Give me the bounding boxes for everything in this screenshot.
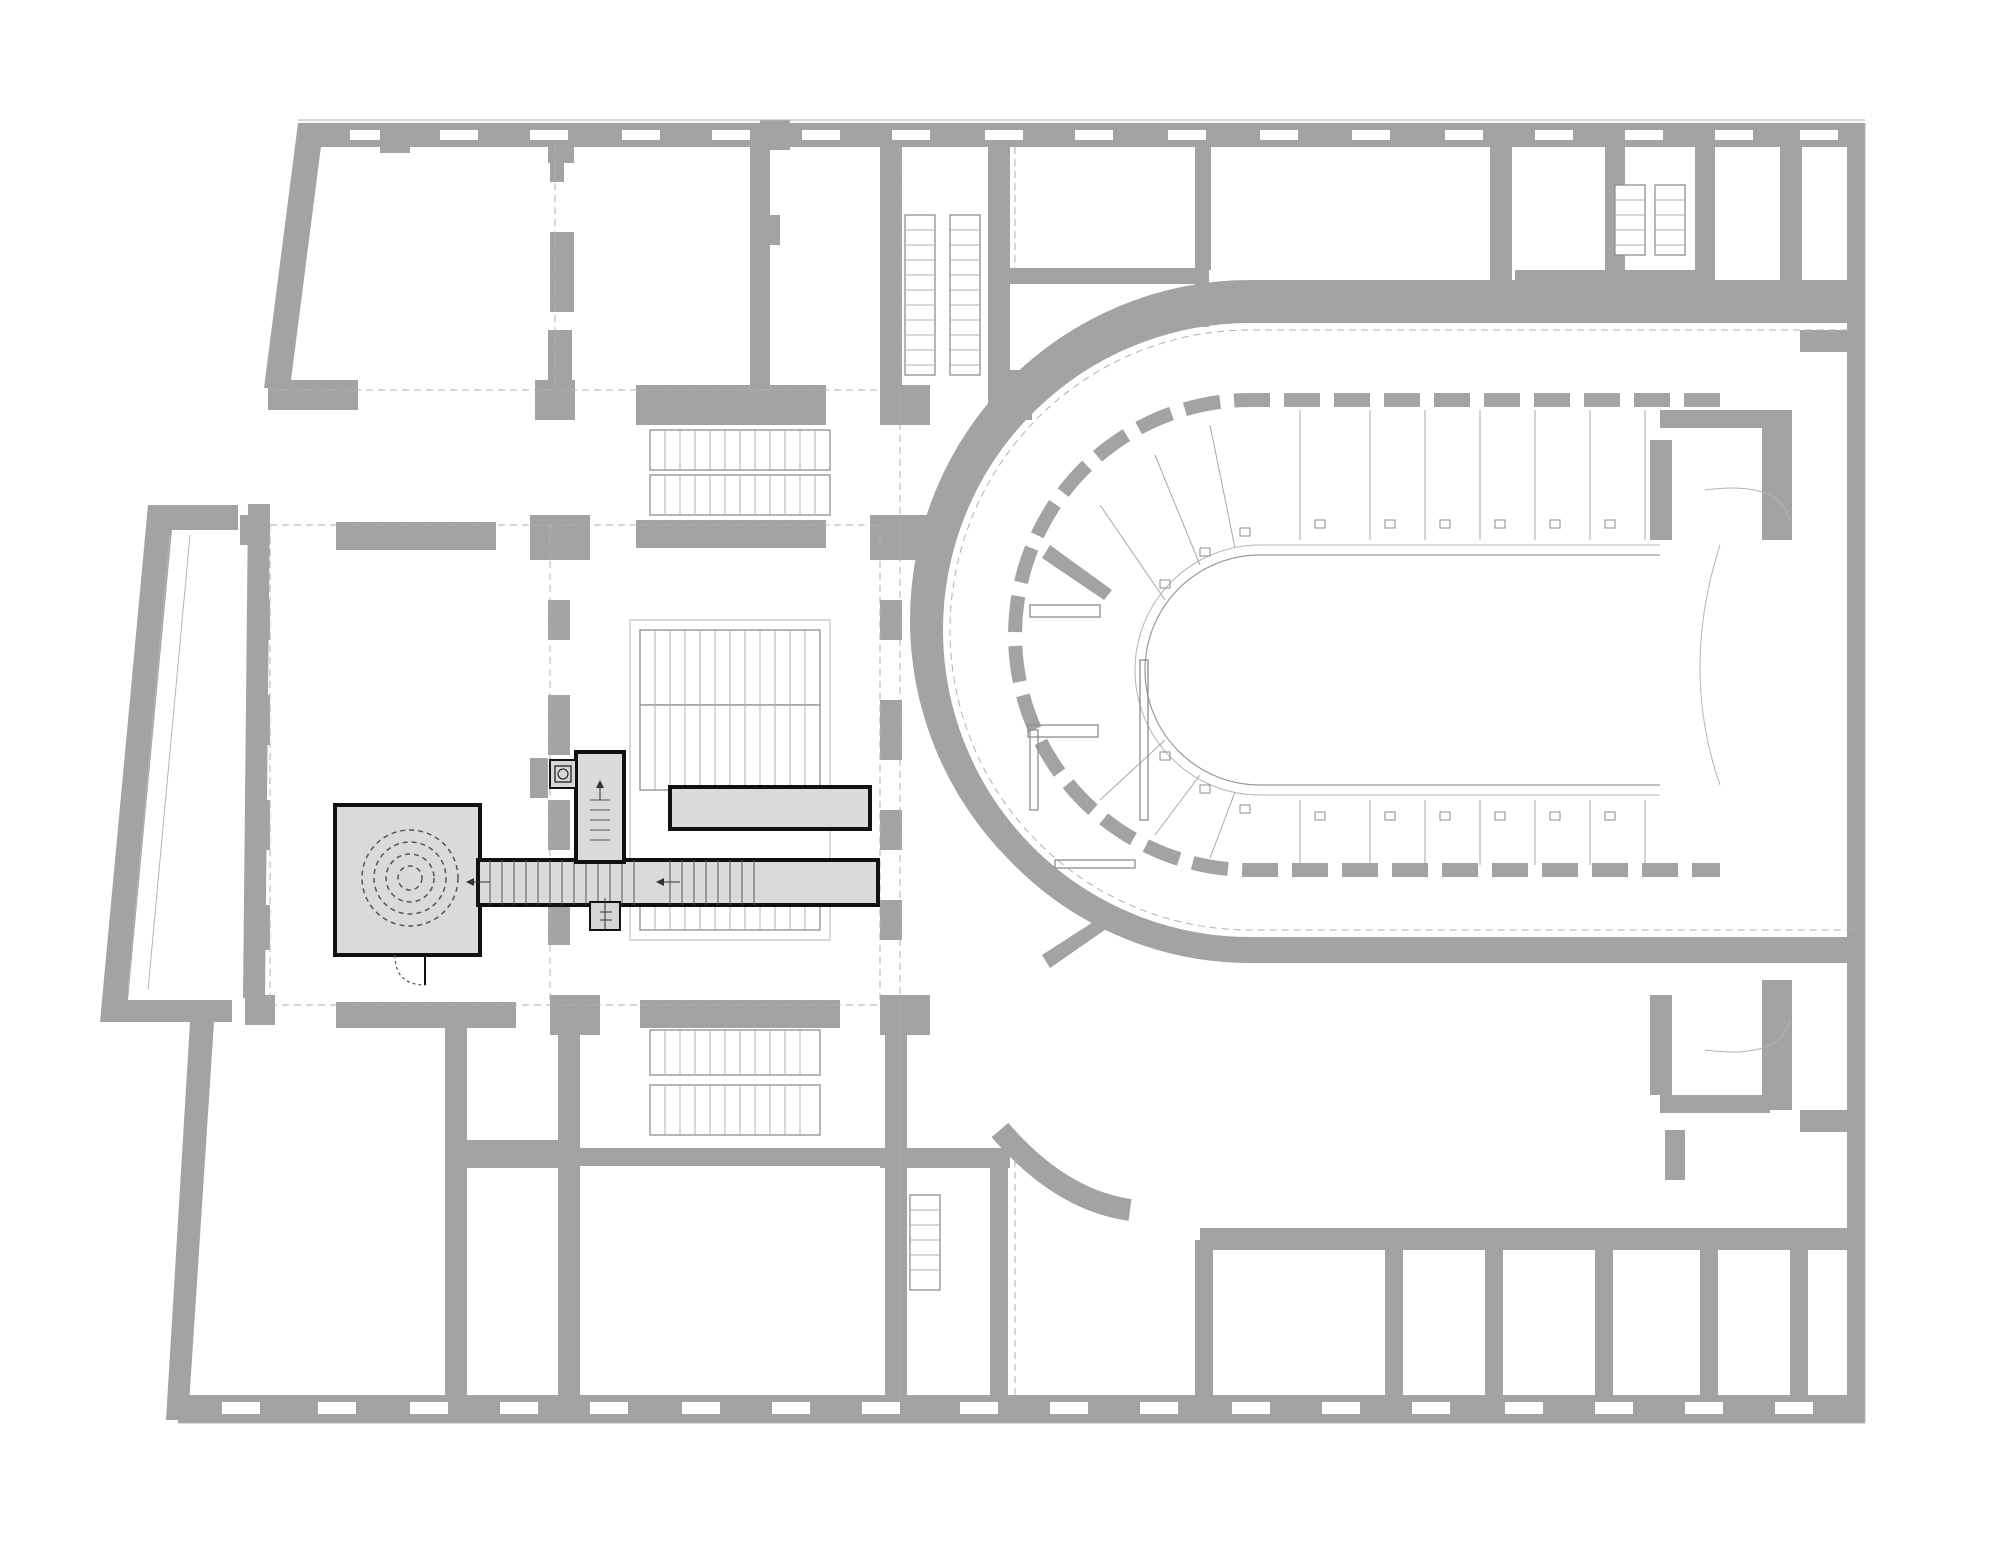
new-wall-bar (668, 785, 872, 831)
interior-walls-left-block (240, 120, 1209, 1400)
staircase-north (904, 214, 981, 376)
circular-stair-room (333, 803, 482, 986)
staircase-south (909, 1194, 941, 1291)
left-wing-hatching (127, 534, 191, 991)
staircase-upper-flight (649, 429, 831, 516)
vertical-connector (574, 750, 626, 864)
staircases (629, 184, 1686, 1291)
corridor-ramp (466, 858, 880, 907)
grand-staircase (629, 619, 831, 941)
door-swing (394, 954, 426, 986)
new-intervention (333, 750, 880, 986)
interior-walls-right-block (1195, 145, 1860, 1400)
room-edges (178, 119, 1866, 1424)
auditorium (910, 280, 1860, 1221)
outer-walls (100, 123, 1865, 1423)
lower-connector (589, 898, 621, 931)
staircase-lower-flight (649, 1029, 821, 1136)
staircase-east (1614, 184, 1686, 256)
elevator (530, 758, 577, 798)
